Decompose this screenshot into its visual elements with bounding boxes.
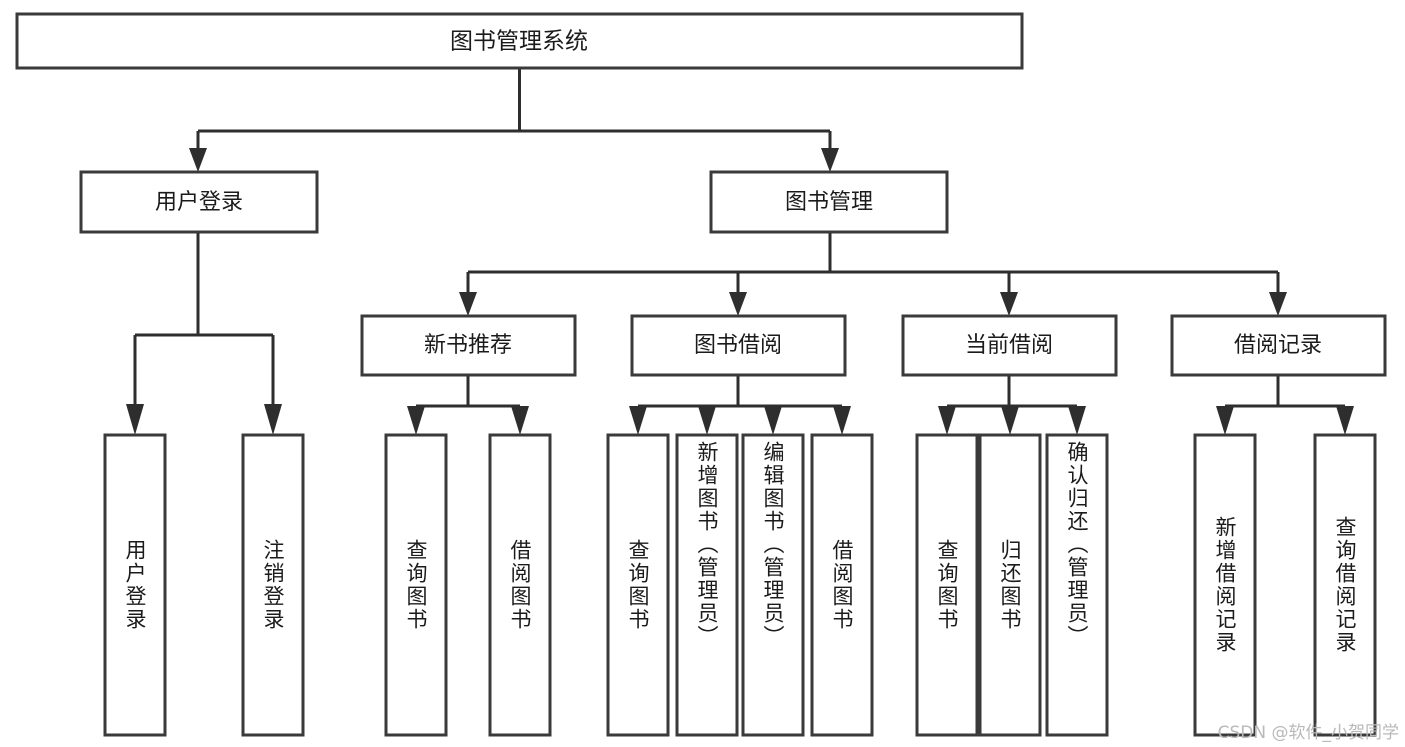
arrowhead-leaf-new-book-2 bbox=[511, 406, 529, 435]
node-root-label: 图书管理系统 bbox=[450, 29, 588, 55]
node-borrow-record-label: 借阅记录 bbox=[1234, 333, 1322, 358]
arrowhead-leaf-borrow-record-1 bbox=[1216, 406, 1234, 435]
connector-layer bbox=[126, 68, 1354, 435]
node-borrow-record-box[interactable] bbox=[1170, 314, 1387, 377]
leaf-box-user-login-1[interactable] bbox=[103, 433, 167, 737]
arrowhead-user-login bbox=[189, 148, 207, 172]
arrowhead-leaf-current-borrow-1 bbox=[938, 406, 956, 435]
arrowhead-leaf-current-borrow-2 bbox=[1001, 406, 1019, 435]
leaf-box-borrow-record-2[interactable] bbox=[1313, 433, 1377, 737]
leaf-box-current-borrow-1[interactable] bbox=[915, 433, 979, 737]
arrowhead-leaf-borrow-record-2 bbox=[1336, 406, 1354, 435]
arrowhead-leaf-book-borrow-2 bbox=[698, 406, 716, 435]
leaf-box-book-borrow-3[interactable] bbox=[741, 433, 805, 737]
node-book-mgmt-label: 图书管理 bbox=[785, 190, 873, 215]
arrowhead-leaf-user-login-2 bbox=[264, 404, 282, 435]
node-new-book-box[interactable] bbox=[360, 314, 577, 377]
leaf-box-new-book-1[interactable] bbox=[384, 433, 448, 737]
node-root-box[interactable] bbox=[15, 12, 1024, 70]
leaf-box-book-borrow-2[interactable] bbox=[675, 433, 739, 737]
leaf-box-current-borrow-2[interactable] bbox=[978, 433, 1042, 737]
arrowhead-leaf-user-login-1 bbox=[126, 404, 144, 435]
arrowhead-current-borrow bbox=[1000, 292, 1018, 316]
node-user-login-label: 用户登录 bbox=[155, 190, 243, 215]
arrowhead-leaf-book-borrow-1 bbox=[629, 406, 647, 435]
arrowhead-leaf-current-borrow-3 bbox=[1068, 406, 1086, 435]
arrowhead-leaf-new-book-1 bbox=[407, 406, 425, 435]
arrowhead-new-book bbox=[459, 292, 477, 316]
leaf-box-new-book-2[interactable] bbox=[488, 433, 552, 737]
leaf-box-user-login-2[interactable] bbox=[241, 433, 305, 737]
node-book-mgmt-box[interactable] bbox=[709, 170, 949, 234]
arrowhead-book-mgmt bbox=[821, 148, 839, 172]
arrowhead-leaf-book-borrow-3 bbox=[764, 406, 782, 435]
node-book-borrow-label: 图书借阅 bbox=[694, 333, 782, 358]
node-current-borrow-label: 当前借阅 bbox=[965, 333, 1053, 358]
node-book-borrow-box[interactable] bbox=[630, 314, 847, 377]
leaf-box-book-borrow-4[interactable] bbox=[810, 433, 874, 737]
node-user-login-box[interactable] bbox=[79, 170, 319, 234]
leaf-box-current-borrow-3[interactable] bbox=[1045, 433, 1109, 737]
node-current-borrow-box[interactable] bbox=[901, 314, 1118, 377]
arrowhead-leaf-book-borrow-4 bbox=[833, 406, 851, 435]
arrowhead-book-borrow bbox=[729, 292, 747, 316]
node-layer: 图书管理系统 用户登录 图书管理 新书推荐 图书借阅 当前借阅 借阅记录 bbox=[15, 12, 1387, 737]
node-new-book-label: 新书推荐 bbox=[424, 333, 512, 358]
csdn-watermark: CSDN @软件_小贺同学 bbox=[1217, 723, 1399, 743]
leaf-box-book-borrow-1[interactable] bbox=[606, 433, 670, 737]
arrowhead-borrow-record bbox=[1269, 292, 1287, 316]
leaf-box-borrow-record-1[interactable] bbox=[1193, 433, 1257, 737]
